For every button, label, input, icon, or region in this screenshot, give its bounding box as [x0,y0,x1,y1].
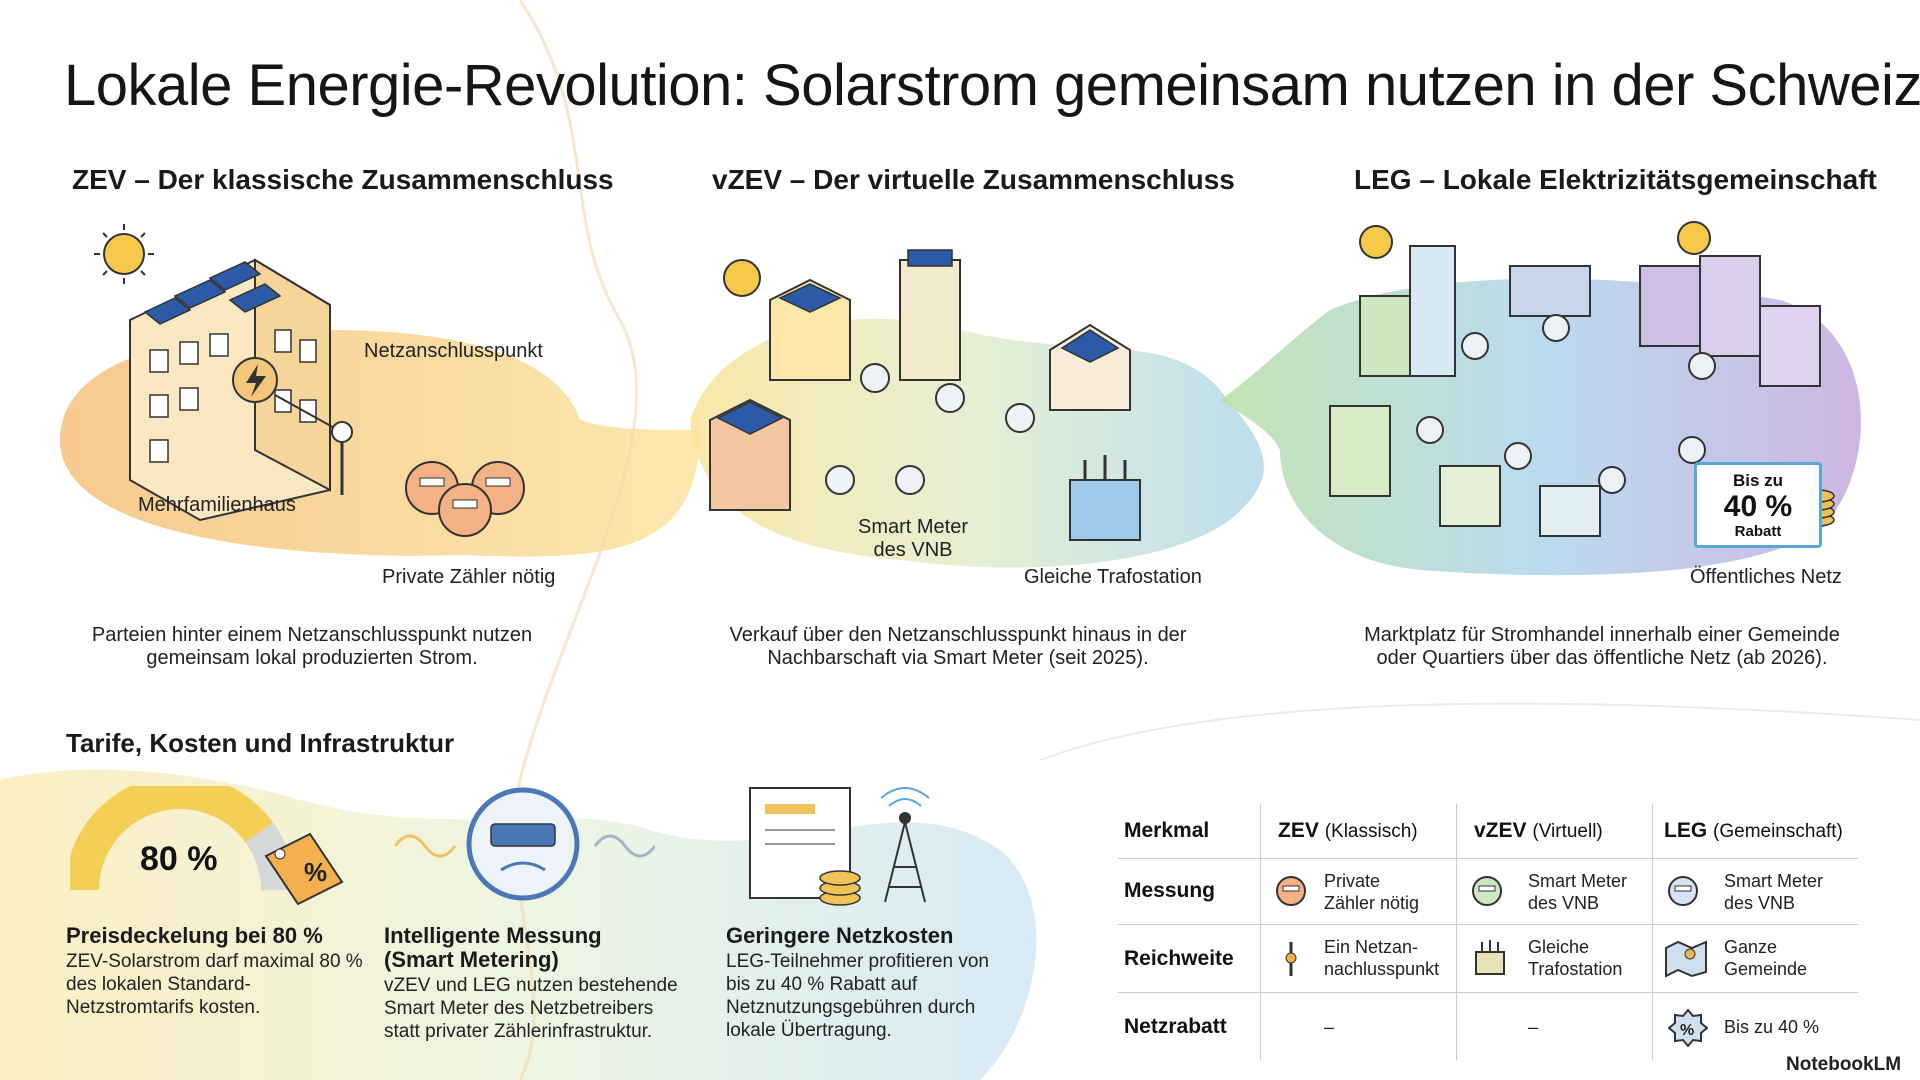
table-cell: – [1528,1017,1539,1037]
comparison-table: Merkmal ZEV (Klassisch) vZEV (Virtuell) … [1118,804,1858,1064]
connection-pole-icon [1285,942,1297,976]
table-cell: Gleiche Trafostation [1528,937,1623,979]
section-heading: ZEV – Der klassische Zusammenschluss [72,164,614,195]
label-public-grid: Öffentliches Netz [1690,566,1842,588]
sun-icon [94,224,154,284]
gauge-value: 80 % [140,840,218,878]
section-description: Parteien hinter einem Netzanschlusspunkt… [91,624,533,669]
badge-line2: 40 % [1723,490,1793,523]
tariff-title-price-cap: Preisdeckelung bei 80 % [66,923,323,948]
table-row: Netzrabatt – – % Bis zu 40 % [1118,992,1858,1060]
private-meters-icon [405,461,525,537]
section-heading: LEG – Lokale Elektrizitätsgemeinschaft [1354,164,1877,195]
tariff-text-smart-metering: vZEV und LEG nutzen bestehende Smart Met… [384,975,678,1042]
community-illustration [1329,221,1835,537]
section-heading: vZEV – Der virtuelle Zusammenschluss [712,164,1235,195]
table-cell: Smart Meter des VNB [1528,871,1628,913]
column-header: vZEV (Virtuell) [1474,819,1603,843]
label-apartment-building: Mehrfamilienhaus [138,494,296,516]
tag-symbol: % [304,857,327,887]
smart-meter-icon [1668,876,1698,906]
table-cell: Ein Netzan- nachlusspunkt [1324,937,1440,979]
column-header: LEG (Gemeinschaft) [1664,819,1843,843]
table-cell: Ganze Gemeinde [1724,937,1808,979]
sun-icon [723,259,761,297]
smart-meter-icon [1416,314,1716,494]
svg-text:%: % [1680,1022,1694,1039]
table-cell: Smart Meter des VNB [1724,871,1824,913]
section-description: Marktplatz für Stromhandel innerhalb ein… [1364,624,1840,669]
discount-badge: Bis zu 40 % Rabatt [1694,462,1822,548]
tariff-text-price-cap: ZEV-Solarstrom darf maximal 80 % des lok… [66,951,363,1018]
row-label: Reichweite [1124,947,1234,970]
discount-icon: % [1668,1008,1708,1048]
coins-icon [819,870,861,906]
apartment-building-illustration [94,224,525,537]
badge-line1: Bis zu [1732,471,1784,490]
tariff-text-grid-costs: LEG-Teilnehmer profitieren von bis zu 40… [726,951,989,1041]
tariff-title-grid-costs: Geringere Netzkosten [726,923,954,948]
antenna-tower-icon [880,787,930,903]
transformer-icon [1069,455,1141,541]
row-label: Messung [1124,879,1216,902]
tariff-title-smart-metering: Intelligente Messung (Smart Metering) [384,923,602,972]
header-label: Merkmal [1124,819,1210,842]
private-meter-icon [1276,876,1306,906]
section-heading: Tarife, Kosten und Infrastruktur [66,728,455,758]
smart-meter-illustration [395,787,655,901]
label-grid-connection-point: Netzanschlusspunkt [364,340,543,362]
label-same-transformer: Gleiche Trafostation [1024,566,1202,588]
section-description: Verkauf über den Netzanschlusspunkt hina… [729,624,1187,669]
smart-meter-icon [825,363,1035,495]
table-cell: Private Zähler nötig [1324,871,1420,913]
price-cap-gauge: % [70,786,344,906]
connection-point-pole [331,421,353,495]
label-private-meters: Private Zähler nötig [382,566,556,588]
branding-logo: NotebookLM [1786,1054,1902,1075]
page-title: Lokale Energie-Revolution: Solarstrom ge… [64,53,1920,118]
label-smart-meter: Smart Meter des VNB [858,516,969,561]
row-label: Netzrabatt [1124,1015,1227,1038]
sun-icon [1359,221,1711,259]
transformer-icon [1475,940,1505,975]
badge-line3: Rabatt [1734,523,1782,540]
lightning-icon [232,357,278,403]
smart-meter-icon [1472,876,1502,906]
table-row: Reichweite Ein Netzan- nachlusspunkt Gle… [1118,924,1858,993]
grid-cost-illustration [749,787,930,906]
table-cell: – [1324,1017,1335,1037]
table-header-row: Merkmal ZEV (Klassisch) vZEV (Virtuell) … [1118,804,1858,859]
column-header: ZEV (Klassisch) [1278,819,1418,843]
table-row: Messung Private Zähler nötig Smart Meter… [1118,858,1858,925]
neighborhood-illustration [709,249,1141,541]
percent-tag-icon: % [264,832,344,906]
table-cell: Bis zu 40 % [1724,1017,1820,1037]
map-icon [1665,940,1707,978]
